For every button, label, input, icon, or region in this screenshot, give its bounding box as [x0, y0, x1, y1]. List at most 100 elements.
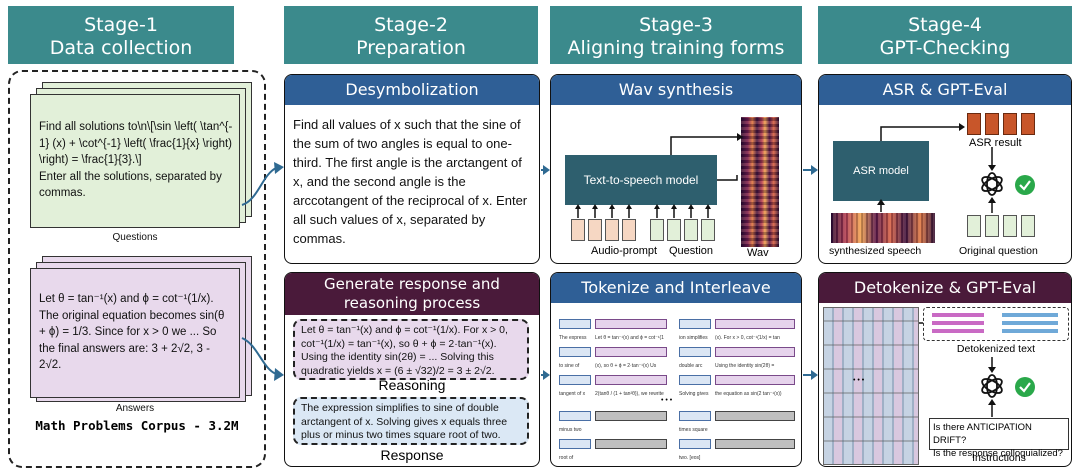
speech-token-cell	[715, 319, 795, 329]
token-text: Let θ = tan⁻¹(x) and ϕ = cot⁻¹(1	[595, 335, 664, 341]
token-text: (x), so θ + ϕ = 2·tan⁻¹(x) Us	[595, 363, 657, 369]
generate-response-panel: Generate response and reasoning process …	[284, 272, 540, 467]
text-line	[932, 329, 984, 333]
detokenized-text-label: Detokenized text	[956, 343, 1036, 355]
desymbolization-title: Desymbolization	[285, 75, 539, 105]
asr-gpt-eval-panel: ASR & GPT-Eval ASR model ASR result synt…	[818, 74, 1072, 264]
audio-prompt-token-2	[588, 219, 602, 241]
response-box: The expression simplifies to sine of dou…	[293, 397, 529, 445]
speech-token-cell	[595, 347, 667, 357]
reasoning-box: Let θ = tan⁻¹(x) and ϕ = cot⁻¹(1/x). For…	[293, 319, 529, 380]
desymbolization-text: Find all values of x such that the sine …	[293, 117, 528, 246]
stage-3-number: Stage-3	[639, 14, 713, 36]
asr-result-token	[1003, 113, 1017, 135]
questions-label: Questions	[112, 232, 158, 243]
original-question-label: Original question	[959, 245, 1038, 257]
audio-prompt-token-1	[571, 219, 585, 241]
text-token-cell	[679, 411, 711, 421]
question-token-1	[650, 219, 664, 241]
question-token-3	[684, 219, 698, 241]
padding-token-cell	[715, 439, 795, 449]
stage-4-header: Stage-4 GPT-Checking	[818, 6, 1072, 64]
asr-model-label: ASR model	[853, 165, 909, 177]
token-text: Using the identity sin(2θ) =	[715, 363, 775, 369]
question-token-4	[701, 219, 715, 241]
original-question-token	[985, 215, 999, 237]
openai-logo-icon	[981, 172, 1003, 196]
stage-4-number: Stage-4	[908, 14, 982, 36]
text-token-cell	[559, 439, 591, 449]
desymbolization-panel: Desymbolization Find all values of x suc…	[284, 74, 540, 264]
question-label: Question	[669, 245, 714, 257]
question-instruction-text: Enter all the solutions, separated by co…	[39, 170, 222, 200]
speech-token-cell	[715, 375, 795, 385]
stage-2-header: Stage-2 Preparation	[284, 6, 538, 64]
token-text: the equation as sin(2 tan⁻¹(x))	[715, 391, 782, 397]
text-token-cell	[559, 375, 591, 385]
corpus-label: Math Problems Corpus - 3.2M	[35, 418, 239, 433]
text-line	[932, 321, 984, 325]
question-token-2	[667, 219, 681, 241]
audio-prompt-label: Audio-prompt	[591, 245, 658, 257]
original-question-token	[1003, 215, 1017, 237]
detokenize-gpt-eval-title: Detokenize & GPT-Eval	[819, 273, 1071, 303]
ellipsis-dots: • • •	[853, 377, 865, 384]
asr-arrows	[877, 123, 996, 213]
wav-label: Wav	[747, 247, 769, 259]
text-token-cell	[559, 411, 591, 421]
answer-card: Let θ = tan⁻¹(x) and ϕ = cot⁻¹(1/x). The…	[30, 268, 240, 398]
instruction-question-2: Is the response colloquialized?	[933, 448, 1063, 459]
stage-1-header: Stage-1 Data collection	[8, 6, 234, 64]
text-token-cell	[679, 347, 711, 357]
stage-4-title: GPT-Checking	[879, 37, 1011, 59]
reasoning-label: Reasoning	[378, 377, 446, 393]
text-token-cell	[679, 319, 711, 329]
padding-token-cell	[715, 411, 795, 421]
padding-token-cell	[595, 439, 667, 449]
token-text: (x). For x > 0, cot⁻¹(1/x) = tan	[715, 335, 780, 341]
audio-prompt-token-3	[605, 219, 619, 241]
generate-response-title-line1: Generate response and	[324, 275, 500, 293]
original-question-token	[1021, 215, 1035, 237]
synthesized-speech-label: synthesized speech	[829, 245, 922, 257]
text-token-cell	[679, 375, 711, 385]
response-text: The expression simplifies to sine of dou…	[301, 402, 508, 441]
speech-token-cell	[595, 319, 667, 329]
tokenize-interleave-title: Tokenize and Interleave	[551, 273, 801, 303]
check-circle-icon	[1015, 175, 1035, 195]
speech-token-cell	[715, 347, 795, 357]
text-line	[1002, 321, 1058, 325]
openai-logo-icon	[981, 374, 1003, 398]
detok-arrows	[919, 322, 996, 417]
asr-result-label: ASR result	[969, 137, 1022, 149]
wav-synthesis-arrows	[575, 133, 743, 218]
stage-1-number: Stage-1	[84, 14, 158, 36]
asr-result-token	[985, 113, 999, 135]
token-text: to sine of	[559, 363, 580, 369]
text-line	[1002, 313, 1058, 317]
check-circle-icon	[1015, 377, 1035, 397]
interleaved-token-grid	[823, 307, 919, 465]
token-text: ion simplifies	[679, 335, 708, 341]
stage-2-title: Preparation	[356, 37, 466, 59]
generate-response-title-line2: reasoning process	[343, 294, 481, 312]
token-text: times square	[679, 427, 708, 433]
answer-text: Let θ = tan⁻¹(x) and ϕ = cot⁻¹(1/x). The…	[39, 293, 225, 371]
synthesized-speech-spectrogram	[831, 213, 935, 243]
response-label: Response	[380, 447, 444, 463]
audio-prompt-token-4	[622, 219, 636, 241]
wav-synthesis-panel: Wav synthesis Text-to-speech model	[550, 74, 802, 264]
token-text: 2(tanθ / (1 + tan²θ)), we rewrite	[595, 391, 664, 397]
detokenized-text-box	[923, 307, 1069, 341]
asr-gpt-eval-title: ASR & GPT-Eval	[819, 75, 1071, 105]
stage-3-title: Aligning training forms	[567, 37, 785, 59]
speech-token-cell	[595, 375, 667, 385]
tts-model-label: Text-to-speech model	[583, 173, 699, 187]
text-line	[1002, 329, 1058, 333]
spectrogram-image	[741, 117, 779, 247]
token-text: root of	[559, 455, 574, 461]
detokenize-gpt-eval-panel: Detokenize & GPT-Eval • • • Detokenized …	[818, 272, 1072, 467]
asr-result-token	[967, 113, 981, 135]
stage-3-header: Stage-3 Aligning training forms	[550, 6, 802, 64]
asr-result-token	[1021, 113, 1035, 135]
